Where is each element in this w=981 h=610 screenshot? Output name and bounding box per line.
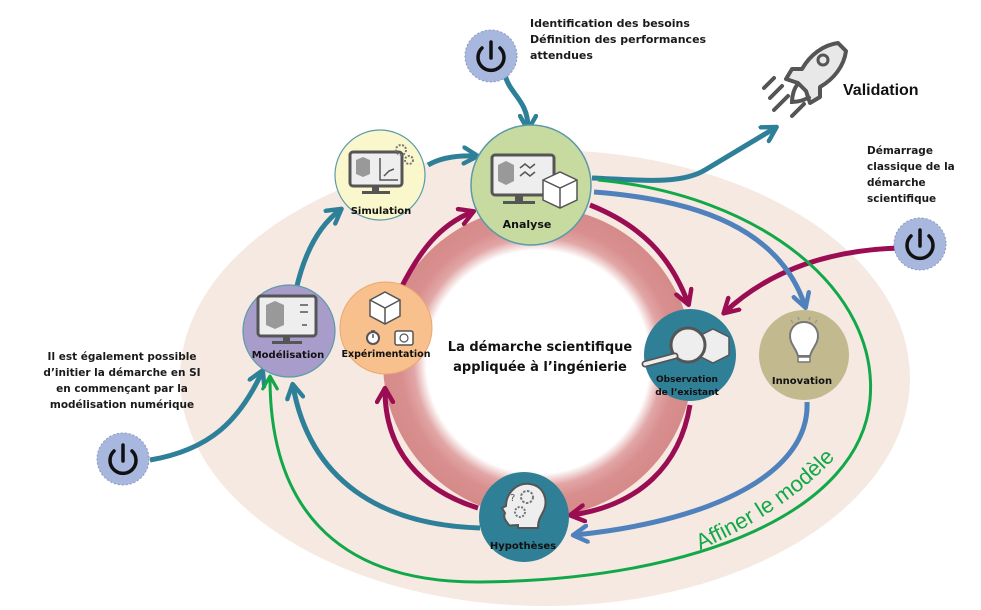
cube-scale-icon [366, 291, 414, 346]
power-icon [476, 40, 506, 73]
node-observation-label-1: Observation [656, 375, 718, 385]
start-right-note-line-4: scientifique [867, 193, 937, 205]
center-title: La démarche scientifique appliquée à l’i… [440, 338, 640, 378]
arrow-hypotheses-to-experimentation [385, 390, 479, 511]
arrow-modelisation-to-simulation [293, 210, 340, 291]
node-innovation[interactable]: Innovation [759, 310, 849, 400]
start-right-note-line-3: démarche [867, 177, 926, 189]
center-title-line-1: La démarche scientifique [447, 340, 633, 355]
magnifier-cube-icon [641, 326, 730, 368]
start-left-note-line-2: d’initier la démarche en SI [43, 367, 201, 379]
arrow-innovation-to-hypotheses [575, 401, 810, 535]
start-left-button[interactable] [96, 432, 150, 486]
node-simulation[interactable]: Simulation [334, 129, 426, 221]
node-innovation-label: Innovation [772, 376, 832, 387]
svg-text:?: ? [510, 493, 515, 504]
start-right-note-line-1: Démarrage [867, 145, 933, 157]
node-hypotheses-label: Hypothèses [490, 540, 556, 552]
head-gears-icon: ? [500, 482, 547, 529]
start-right-button[interactable] [893, 217, 947, 271]
start-top-note-line-1: Identification des besoins [530, 17, 690, 30]
arrow-analyse-to-observation [589, 202, 688, 303]
start-right-note: Démarrage classique de la démarche scien… [867, 143, 955, 207]
arrow-affiner-loop [261, 178, 873, 584]
validation-label: Validation [843, 82, 919, 99]
node-analyse-label: Analyse [503, 218, 552, 231]
power-icon [108, 443, 138, 476]
arrow-analyse-to-validation [591, 128, 775, 183]
monitor-analysis-icon [490, 153, 578, 209]
arrow-hypotheses-to-modelisation [293, 386, 481, 531]
inner-ring [383, 207, 693, 517]
start-top-button[interactable] [464, 29, 518, 83]
arrow-start-to-analyse [502, 74, 528, 128]
power-icon [905, 228, 935, 261]
node-simulation-label: Simulation [351, 206, 412, 217]
center-title-line-2: appliquée à l’ingénierie [453, 360, 627, 375]
start-left-note-line-3: en commençant par la [56, 383, 188, 395]
arrow-observation-to-hypotheses [572, 404, 693, 515]
arrow-analyse-to-innovation [593, 189, 805, 306]
node-observation[interactable]: Observation de l’existant [641, 309, 736, 401]
monitor-simulation-icon [348, 144, 414, 194]
start-right-note-line-2: classique de la [867, 161, 955, 173]
start-left-note-line-4: modélisation numérique [49, 399, 195, 411]
node-experimentation-label: Expérimentation [342, 349, 431, 360]
node-hypotheses[interactable]: ? Hypothèses [479, 472, 569, 562]
arrow-rightstart-to-observation [725, 245, 901, 312]
node-modelisation[interactable]: Modélisation [242, 284, 336, 378]
node-modelisation-label: Modélisation [252, 349, 325, 361]
start-left-note: Il est également possible d’initier la d… [22, 349, 222, 413]
monitor-model-icon [256, 294, 318, 344]
node-experimentation[interactable]: Expérimentation [339, 281, 433, 375]
start-top-note-line-3: attendues [530, 49, 593, 62]
arrow-simulation-to-analyse [426, 156, 476, 168]
arrow-experimentation-to-analyse [397, 212, 472, 292]
arrow-leftstart-to-modelisation [149, 372, 262, 463]
lightbulb-icon [788, 316, 820, 363]
node-analyse[interactable]: Analyse [470, 124, 592, 246]
start-top-note: Identification des besoins Définition de… [530, 16, 706, 64]
start-left-note-line-1: Il est également possible [47, 351, 197, 363]
rocket-icon [762, 41, 848, 118]
start-top-note-line-2: Définition des performances [530, 33, 707, 46]
node-observation-label-2: de l’existant [655, 388, 719, 398]
